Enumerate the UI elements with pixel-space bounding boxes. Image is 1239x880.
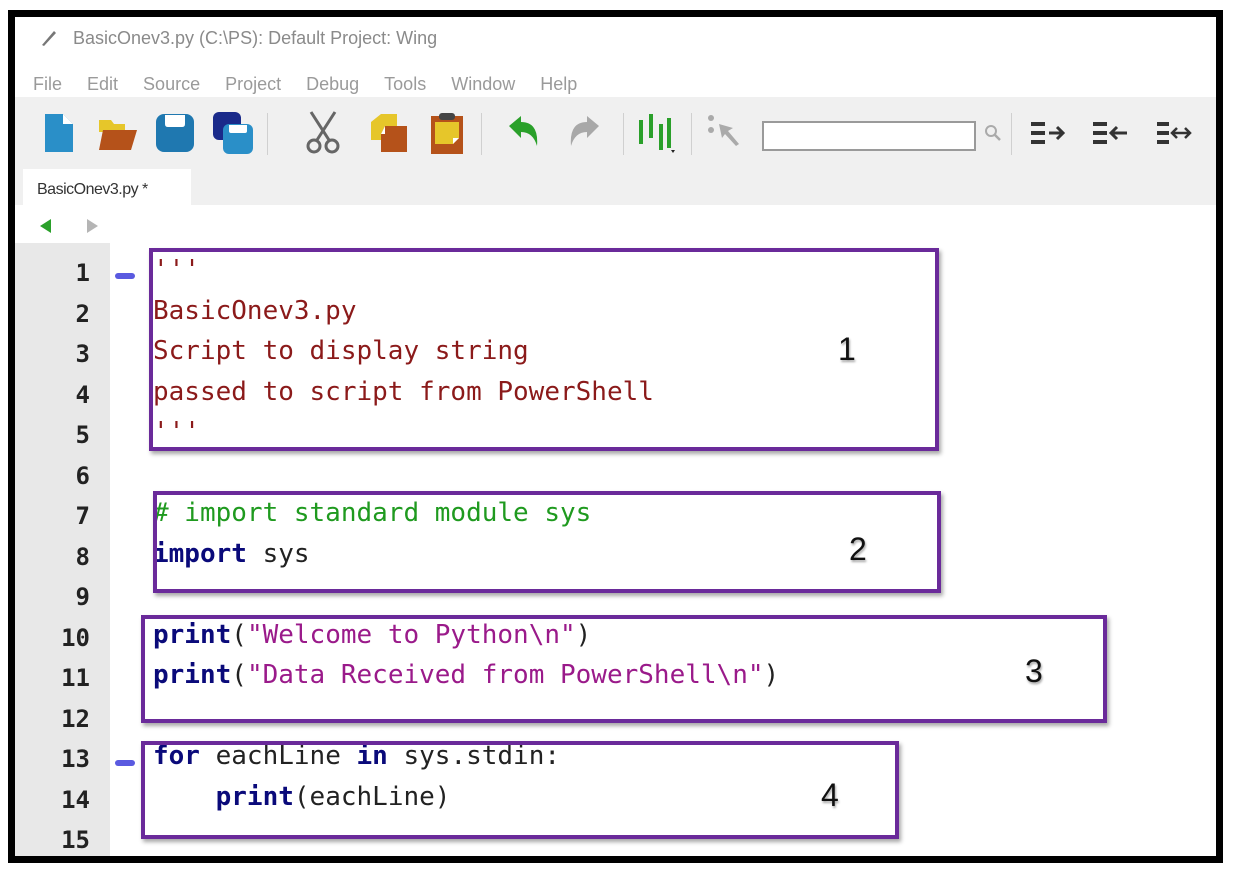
title-bar: BasicOnev3.py (C:\PS): Default Project: … xyxy=(15,17,1216,59)
line-number: 15 xyxy=(61,826,90,854)
keyword: import xyxy=(153,539,247,569)
annotation-box-4 xyxy=(141,741,899,839)
select-pointer-icon[interactable] xyxy=(705,110,749,156)
line-number: 5 xyxy=(75,421,90,449)
menu-file[interactable]: File xyxy=(33,73,63,94)
code-line-2: BasicOnev3.py xyxy=(153,296,357,326)
search-input[interactable] xyxy=(762,121,976,151)
line-number: 14 xyxy=(61,786,90,814)
code-line-10: print("Welcome to Python\n") xyxy=(153,620,591,650)
line-number: 7 xyxy=(75,502,90,530)
keyword: print xyxy=(153,660,232,690)
redo-icon[interactable] xyxy=(561,110,605,156)
back-arrow-icon[interactable] xyxy=(37,217,55,235)
code-line-4: passed to script from PowerShell xyxy=(153,377,654,407)
paren: ) xyxy=(763,660,780,690)
history-nav xyxy=(15,205,1216,243)
code-line-14: print(eachLine) xyxy=(153,782,451,812)
code-line-8: import sys xyxy=(153,539,310,569)
line-number: 2 xyxy=(75,300,90,328)
line-number: 4 xyxy=(75,381,90,409)
tab-bar: BasicOnev3.py * xyxy=(15,165,1216,205)
line-number-gutter: 1 2 3 4 5 6 7 8 9 10 11 12 13 14 15 xyxy=(15,243,110,856)
save-icon[interactable] xyxy=(153,110,197,156)
code-line-7: # import standard module sys xyxy=(153,498,592,528)
code-line-5: ''' xyxy=(153,417,200,447)
identifier: (eachLine) xyxy=(293,782,451,812)
tab-basiconev3[interactable]: BasicOnev3.py * xyxy=(23,169,191,205)
code-line-13: for eachLine in sys.stdin: xyxy=(153,741,560,771)
undo-icon[interactable] xyxy=(503,110,547,156)
line-number: 13 xyxy=(61,745,90,773)
indent-right-icon[interactable] xyxy=(1027,110,1071,156)
annotation-label-4: 4 xyxy=(821,777,839,813)
ide-window: BasicOnev3.py (C:\PS): Default Project: … xyxy=(8,10,1223,863)
toolbar-separator xyxy=(267,113,268,155)
paren: ( xyxy=(231,620,247,650)
annotation-label-2: 2 xyxy=(849,531,867,567)
paste-icon[interactable] xyxy=(425,110,469,156)
annotation-label-3: 3 xyxy=(1025,653,1043,689)
line-number: 12 xyxy=(61,705,90,733)
forward-arrow-icon[interactable] xyxy=(83,217,101,235)
string-literal: "Data Received from PowerShell\n" xyxy=(246,660,764,690)
line-number: 8 xyxy=(75,543,90,571)
toolbar-separator xyxy=(481,113,482,155)
code-line-3: Script to display string xyxy=(153,336,529,366)
annotation-box-1 xyxy=(149,248,939,451)
open-folder-icon[interactable] xyxy=(95,110,139,156)
toolbar xyxy=(15,97,1216,175)
fold-marker-icon[interactable] xyxy=(115,760,135,766)
code-line-11: print("Data Received from PowerShell\n") xyxy=(153,660,779,690)
line-number: 11 xyxy=(61,664,90,692)
indent-left-icon[interactable] xyxy=(1089,110,1133,156)
menu-edit[interactable]: Edit xyxy=(87,73,119,94)
window-title: BasicOnev3.py (C:\PS): Default Project: … xyxy=(73,27,438,48)
indent-guides-icon[interactable] xyxy=(635,110,679,156)
line-number: 10 xyxy=(61,624,90,652)
menu-window[interactable]: Window xyxy=(451,73,516,94)
identifier: sys.stdin: xyxy=(387,741,561,771)
menu-debug[interactable]: Debug xyxy=(306,73,360,94)
string-literal: "Welcome to Python\n" xyxy=(246,620,576,650)
keyword: in xyxy=(356,741,388,771)
keyword: for xyxy=(153,741,200,771)
code-line-1: ''' xyxy=(153,255,200,285)
save-all-icon[interactable] xyxy=(211,110,255,156)
identifier: sys xyxy=(246,539,310,569)
annotation-box-2 xyxy=(153,491,941,593)
line-number: 9 xyxy=(75,583,90,611)
annotation-box-3 xyxy=(141,615,1107,723)
toolbar-separator xyxy=(691,113,692,155)
cut-icon[interactable] xyxy=(301,110,345,156)
keyword: print xyxy=(215,782,294,812)
menu-tools[interactable]: Tools xyxy=(384,73,427,94)
identifier: eachLine xyxy=(199,741,357,771)
copy-icon[interactable] xyxy=(367,110,411,156)
menu-bar: File Edit Source Project Debug Tools Win… xyxy=(15,69,1216,99)
toolbar-separator xyxy=(623,113,624,155)
paren: ( xyxy=(231,660,247,690)
new-file-icon[interactable] xyxy=(37,110,81,156)
keyword: print xyxy=(153,620,232,650)
fold-marker-icon[interactable] xyxy=(115,273,135,279)
search-magnifier-icon[interactable] xyxy=(983,123,1003,143)
line-number: 6 xyxy=(75,462,90,490)
menu-help[interactable]: Help xyxy=(540,73,578,94)
menu-project[interactable]: Project xyxy=(225,73,282,94)
annotation-label-1: 1 xyxy=(838,331,856,367)
paren: ) xyxy=(575,620,592,650)
line-number: 3 xyxy=(75,340,90,368)
menu-source[interactable]: Source xyxy=(143,73,201,94)
toolbar-separator xyxy=(1011,113,1012,155)
indent-toggle-icon[interactable] xyxy=(1153,110,1197,156)
pen-icon xyxy=(42,31,56,46)
code-editor[interactable]: 1 2 3 4 5 6 7 8 9 10 11 12 13 14 15 ''' … xyxy=(15,243,1216,856)
line-number: 1 xyxy=(75,259,90,287)
